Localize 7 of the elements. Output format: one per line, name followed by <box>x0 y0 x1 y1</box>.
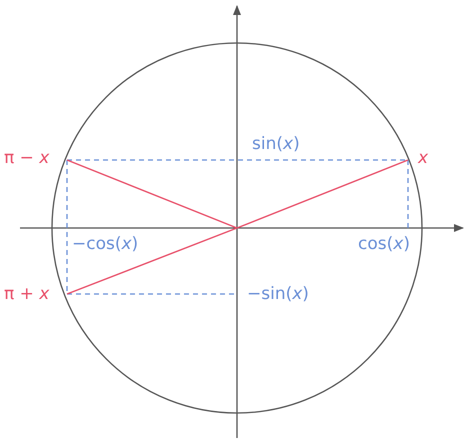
angle-label: x <box>418 150 428 167</box>
angle-label: π + x <box>4 286 50 303</box>
cosine-label: cos(x) <box>358 236 410 253</box>
cosine-label: −cos(x) <box>72 236 138 253</box>
sine-label: −sin(x) <box>247 286 309 303</box>
angle-label: π − x <box>4 150 50 167</box>
sine-label: sin(x) <box>252 136 300 153</box>
